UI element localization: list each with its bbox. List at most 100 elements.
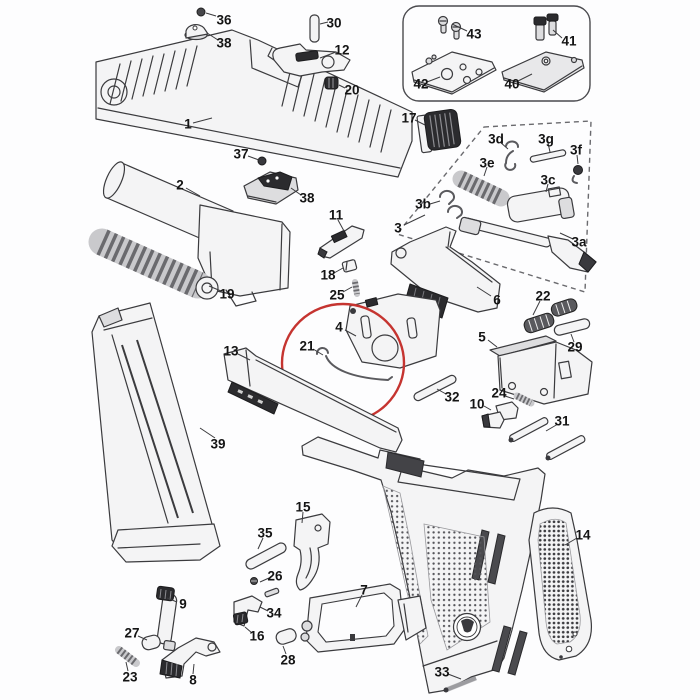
- part-label-7: 7: [360, 583, 368, 598]
- part-label-19: 19: [219, 287, 234, 302]
- leader-line-2: [185, 187, 201, 197]
- part-label-28: 28: [280, 653, 296, 668]
- leader-line-36: [205, 12, 217, 17]
- part-label-3e: 3e: [479, 156, 495, 171]
- leader-line-4: [344, 329, 357, 337]
- label-leader-lines: [125, 12, 579, 680]
- leader-line-18: [333, 267, 344, 274]
- part-label-39: 39: [210, 437, 225, 452]
- leader-line-3c: [545, 183, 549, 193]
- part-label-22: 22: [535, 289, 550, 304]
- springs-22-drawing: [523, 298, 578, 334]
- leader-line-32: [436, 388, 447, 395]
- part-label-5: 5: [478, 330, 486, 345]
- part-label-34: 34: [266, 606, 282, 621]
- leader-line-19: [208, 285, 222, 292]
- leader-line-15: [301, 511, 304, 524]
- part-label-12: 12: [334, 43, 349, 58]
- part-label-30: 30: [326, 16, 341, 31]
- part-label-10: 10: [469, 397, 484, 412]
- striker-block-3c-drawing: [506, 186, 575, 223]
- leader-line-27: [137, 635, 148, 641]
- leader-line-3e: [483, 166, 488, 177]
- part-label-9: 9: [179, 597, 187, 612]
- bushing-28-drawing: [275, 628, 297, 645]
- leader-line-3: [403, 214, 426, 226]
- leader-line-30: [319, 21, 329, 25]
- part-label-38: 38: [216, 36, 232, 51]
- spring-23-drawing: [115, 646, 140, 667]
- leader-line-6: [476, 286, 492, 297]
- pin-34-drawing: [264, 587, 280, 598]
- pin-30-drawing: [309, 14, 320, 43]
- part-label-20: 20: [344, 83, 359, 98]
- part-label-40: 40: [504, 77, 519, 92]
- part-label-41: 41: [561, 34, 577, 49]
- leader-line-39: [199, 427, 216, 439]
- leader-line-38: [206, 32, 219, 41]
- leader-line-37: [247, 155, 260, 161]
- leader-line-43: [451, 23, 468, 32]
- leader-line-25: [342, 286, 353, 293]
- trigger-15-drawing: [293, 513, 331, 591]
- rear-sight-drawing: [243, 171, 299, 205]
- leader-line-8: [192, 663, 195, 675]
- striker-spring-3e-drawing: [452, 170, 510, 207]
- part-label-37: 37: [233, 147, 248, 162]
- part-label-38: 38: [299, 191, 315, 206]
- part-label-3b: 3b: [415, 197, 431, 212]
- part-labels: 1233a3b3c3d3e3f3g45678910111213141516171…: [122, 13, 591, 688]
- leader-line-7: [355, 594, 363, 608]
- magazine-drawing: [91, 302, 221, 563]
- lever-12-drawing: [267, 43, 351, 77]
- part-label-24: 24: [491, 386, 507, 401]
- front-sight-screw-drawing: [196, 7, 206, 17]
- front-sight-drawing: [184, 24, 209, 41]
- leader-line-10: [483, 405, 492, 411]
- pin-29-drawing: [553, 318, 591, 336]
- pin-35-drawing: [245, 542, 287, 570]
- pin-37-drawing: [257, 156, 267, 166]
- leader-line-26: [259, 577, 270, 583]
- part-label-14: 14: [575, 528, 591, 543]
- part-label-35: 35: [257, 526, 273, 541]
- part-label-43: 43: [466, 27, 482, 42]
- screws-43-drawing: [437, 15, 462, 40]
- leader-line-3d: [499, 141, 509, 150]
- extractor-drawing: [317, 225, 365, 259]
- part-label-18: 18: [320, 268, 336, 283]
- part-label-33: 33: [434, 665, 450, 680]
- magazine-catch-10-drawing: [481, 401, 519, 429]
- part-label-36: 36: [216, 13, 232, 28]
- part-label-3f: 3f: [570, 143, 583, 158]
- part-label-3g: 3g: [538, 132, 554, 147]
- leader-line-35: [257, 537, 264, 550]
- optic-plate-42-drawing: [411, 51, 497, 95]
- leader-line-21: [312, 348, 324, 356]
- part-label-23: 23: [122, 670, 138, 685]
- part-label-3d: 3d: [488, 132, 504, 147]
- leader-line-13: [237, 353, 251, 361]
- leader-line-34: [259, 606, 269, 612]
- pin-32-drawing: [413, 374, 457, 402]
- bushing-27-drawing: [141, 634, 161, 651]
- sear-cage-5-drawing: [489, 335, 593, 405]
- leader-line-17: [414, 119, 426, 126]
- part-label-16: 16: [249, 629, 265, 644]
- part-label-11: 11: [329, 208, 344, 223]
- striker-clips-3b-drawing: [438, 189, 463, 219]
- leader-line-12: [319, 51, 337, 59]
- leader-line-1: [192, 117, 213, 124]
- part-label-15: 15: [295, 500, 311, 515]
- leader-line-3g: [547, 142, 551, 153]
- part-label-26: 26: [267, 569, 283, 584]
- back-plate-17-drawing: [416, 108, 462, 154]
- plug-20-drawing: [324, 76, 339, 90]
- leader-line-9: [166, 597, 178, 603]
- part-label-13: 13: [223, 344, 239, 359]
- recoil-spring-drawing: [88, 228, 219, 300]
- leader-line-14: [564, 537, 578, 546]
- part-label-31: 31: [554, 414, 570, 429]
- frame-insert-13-drawing: [223, 347, 403, 453]
